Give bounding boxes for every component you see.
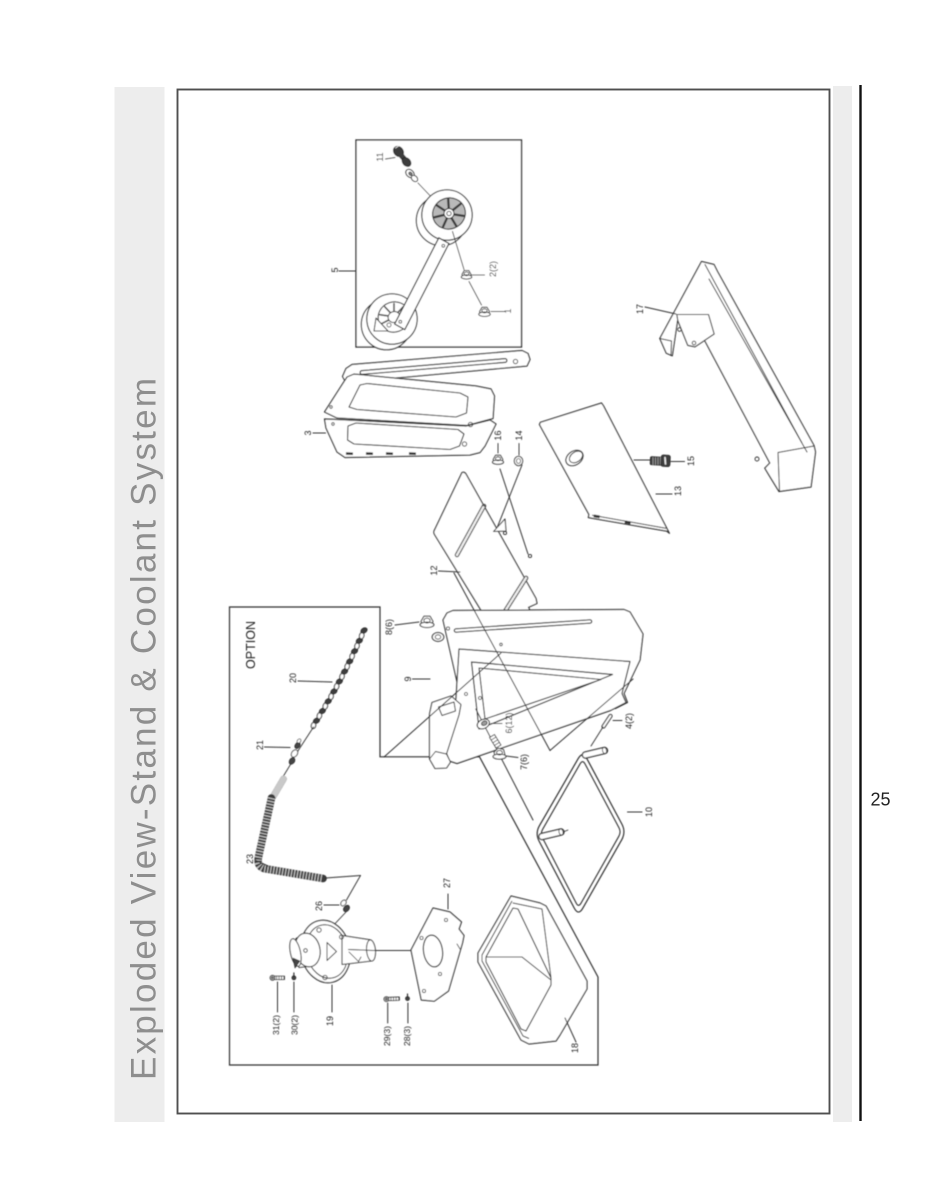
svg-text:11: 11 <box>375 152 385 161</box>
svg-text:6(12): 6(12) <box>504 712 514 733</box>
svg-text:26: 26 <box>314 901 324 911</box>
svg-text:17: 17 <box>635 304 645 314</box>
svg-text:31(2): 31(2) <box>271 1015 281 1035</box>
svg-text:OPTION: OPTION <box>244 621 258 669</box>
svg-text:3: 3 <box>303 430 313 435</box>
svg-text:18: 18 <box>570 1043 580 1053</box>
svg-text:1: 1 <box>503 308 513 313</box>
svg-text:25: 25 <box>871 790 891 810</box>
svg-text:30(2): 30(2) <box>290 1015 300 1035</box>
svg-text:28(3): 28(3) <box>402 1026 412 1046</box>
svg-text:27: 27 <box>442 878 452 888</box>
svg-text:10: 10 <box>644 807 654 817</box>
svg-text:19: 19 <box>325 1016 335 1026</box>
svg-text:Exploded View-Stand & Coolant: Exploded View-Stand & Coolant System <box>125 378 164 1080</box>
svg-text:8(6): 8(6) <box>384 619 394 635</box>
svg-text:2(2): 2(2) <box>488 261 498 277</box>
svg-text:20: 20 <box>288 673 298 683</box>
svg-text:13: 13 <box>673 486 683 496</box>
svg-text:15: 15 <box>686 456 696 466</box>
svg-text:5: 5 <box>330 267 340 272</box>
svg-text:16: 16 <box>493 430 503 440</box>
svg-text:14: 14 <box>514 430 524 440</box>
svg-text:23: 23 <box>245 854 255 864</box>
svg-text:9: 9 <box>403 676 413 681</box>
svg-text:29(3): 29(3) <box>382 1026 392 1046</box>
svg-text:21: 21 <box>255 740 265 750</box>
svg-text:7(6): 7(6) <box>519 754 529 770</box>
svg-text:4(2): 4(2) <box>624 713 634 729</box>
svg-text:12: 12 <box>429 565 439 575</box>
